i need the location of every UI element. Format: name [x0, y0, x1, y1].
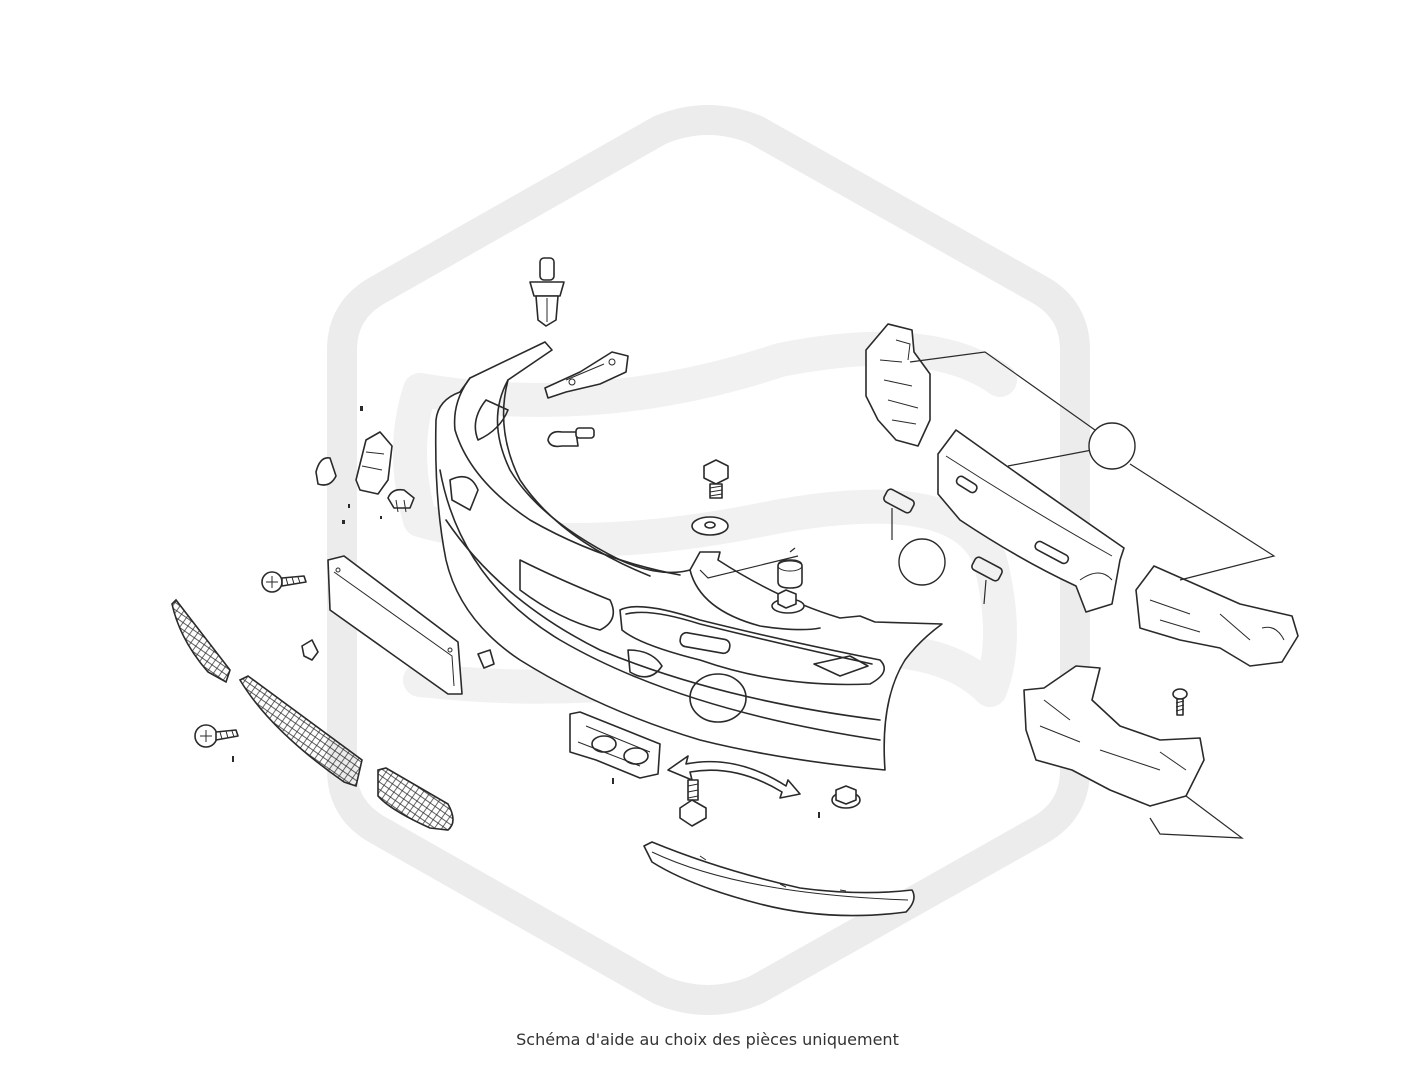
lower-trim-strip	[643, 841, 915, 917]
screw-left-bottom	[194, 724, 239, 748]
right-grille	[377, 767, 454, 831]
screw-left-top	[261, 571, 307, 593]
mounting-tabs	[883, 488, 1003, 605]
flange-nut	[771, 589, 805, 614]
clip-small-left	[301, 639, 319, 661]
fog-light-bracket-left	[355, 431, 393, 495]
left-grille	[171, 598, 231, 684]
callout-circle-1[interactable]	[1088, 422, 1136, 470]
fog-light-bracket-center	[569, 711, 661, 779]
plastic-rivet-top	[529, 257, 565, 327]
plastic-rivet-side	[547, 427, 595, 448]
clip-left	[387, 488, 415, 513]
watermark-logo	[327, 105, 1090, 1015]
rubber-spacer	[777, 559, 803, 589]
center-grille	[238, 675, 363, 788]
rotation-arrow	[667, 755, 801, 799]
callout-leaders	[909, 351, 1276, 581]
mounting-bracket	[544, 351, 629, 399]
impact-absorber	[865, 323, 931, 447]
bumper-cover	[434, 341, 943, 771]
flange-nut-lower	[831, 785, 861, 809]
side-support-bracket-lower	[1023, 665, 1244, 839]
side-support-bracket-right	[1135, 565, 1299, 667]
washer	[691, 516, 729, 536]
license-plate-holder	[327, 555, 463, 695]
small-screw-right	[1172, 688, 1188, 716]
diagram-caption: Schéma d'aide au choix des pièces unique…	[516, 1030, 899, 1049]
bumper-reinforcement	[937, 429, 1125, 613]
bumper-leader-lines	[689, 547, 821, 631]
hex-bolt-lower	[679, 779, 707, 827]
tow-hook-cover	[315, 456, 337, 486]
small-fragments	[232, 406, 820, 818]
clip-plate	[477, 649, 495, 669]
hex-bolt	[703, 459, 729, 499]
callout-circle-2[interactable]	[898, 538, 946, 586]
